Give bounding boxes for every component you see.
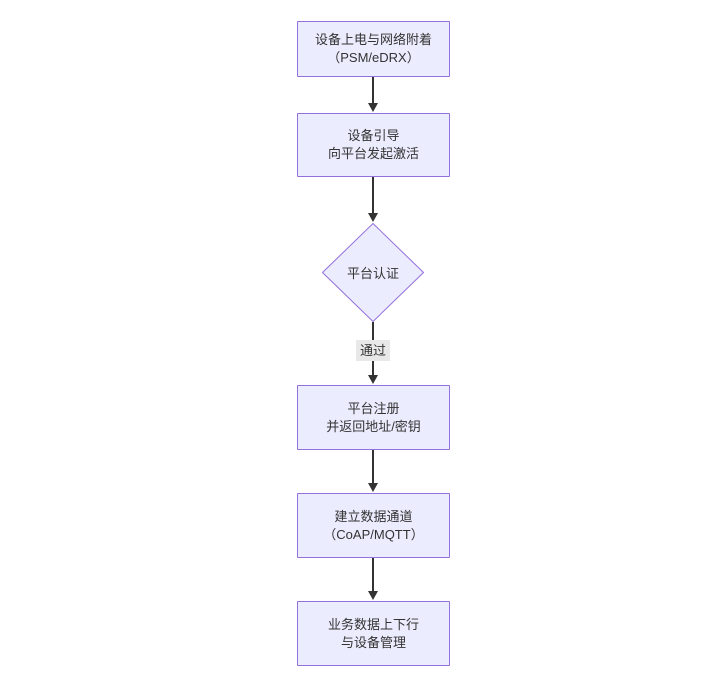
node-bootstrap: 设备引导 向平台发起激活: [297, 113, 450, 177]
node-platform-auth: 平台认证: [322, 223, 424, 322]
edge-line: [372, 77, 374, 104]
node-data-channel: 建立数据通道 （CoAP/MQTT）: [297, 493, 450, 558]
node-line: 平台认证: [346, 266, 399, 281]
node-business-data: 业务数据上下行 与设备管理: [297, 601, 450, 666]
node-line: 并返回地址/密钥: [326, 418, 421, 434]
node-line: 设备上电与网络附着: [314, 32, 432, 47]
node-line: 设备引导: [347, 128, 400, 143]
node-line: 平台注册: [347, 400, 400, 416]
edge-line: [372, 177, 374, 214]
node-line: 建立数据通道: [334, 508, 413, 524]
node-platform-register: 平台注册 并返回地址/密钥: [297, 385, 450, 450]
edge-line: [372, 558, 374, 592]
node-line: 业务数据上下行: [327, 616, 419, 632]
diamond-shape: [322, 223, 424, 322]
node-line: （CoAP/MQTT）: [323, 526, 424, 542]
node-line: （PSM/eDRX）: [327, 50, 420, 65]
edge-label-pass: 通过: [355, 340, 391, 361]
arrowhead-icon: [368, 591, 378, 600]
arrowhead-icon: [368, 483, 378, 492]
edge-line: [372, 450, 374, 484]
arrowhead-icon: [368, 375, 378, 384]
node-line: 与设备管理: [340, 634, 406, 650]
node-power-attach: 设备上电与网络附着 （PSM/eDRX）: [297, 21, 450, 77]
arrowhead-icon: [368, 213, 378, 222]
node-line: 向平台发起激活: [327, 146, 419, 161]
arrowhead-icon: [368, 103, 378, 112]
